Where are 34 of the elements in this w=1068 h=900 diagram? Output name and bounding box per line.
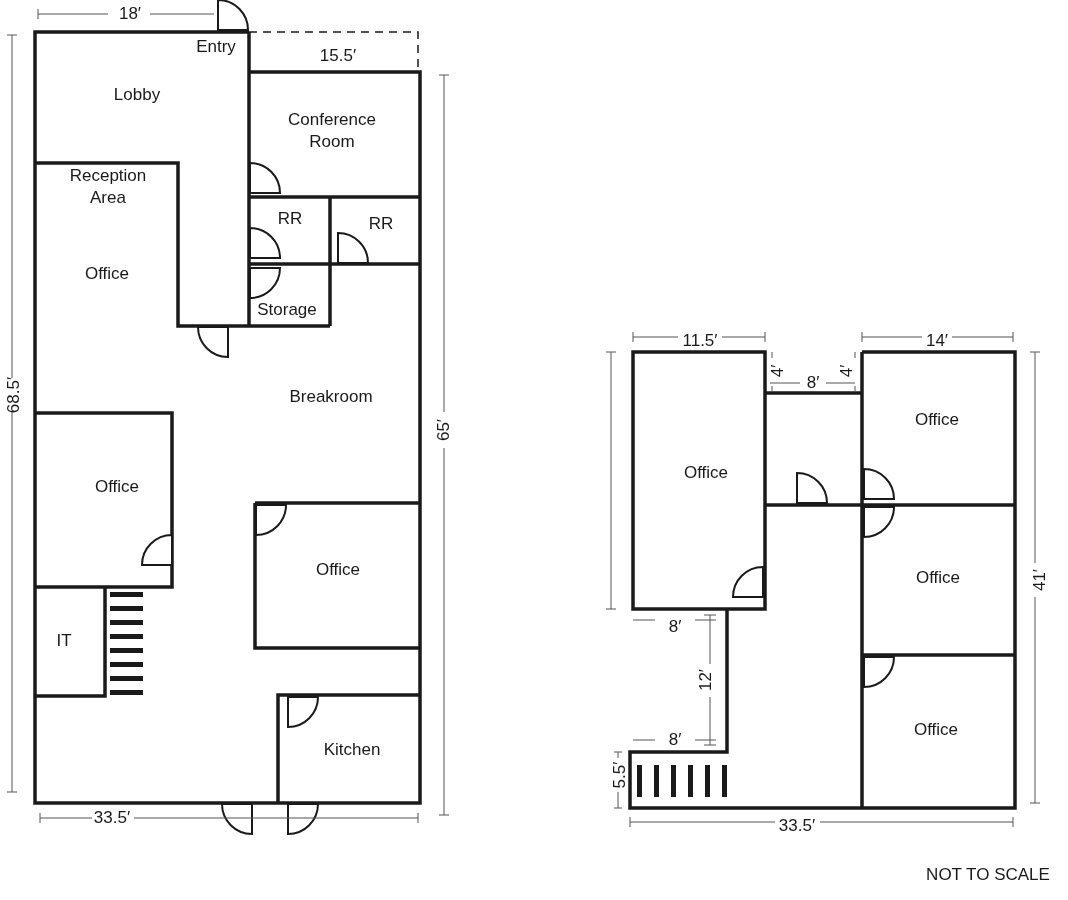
room-label: Lobby <box>113 84 161 106</box>
room-label: Office <box>915 567 961 589</box>
dimension-label: 15.5′ <box>319 45 357 67</box>
room-label: Conference Room <box>287 109 377 153</box>
room-label: Office <box>315 559 361 581</box>
room-label: Kitchen <box>323 739 381 761</box>
dimension-label: 18′ <box>118 3 142 25</box>
room-label: RR <box>368 213 394 235</box>
dimension-label: 4′ <box>836 364 857 378</box>
dimension-label: 33.5′ <box>778 815 816 837</box>
dimension-label: 4′ <box>767 364 788 378</box>
dimension-label: 12′ <box>695 668 716 692</box>
room-label: Breakroom <box>289 386 373 408</box>
dimension-label: 33.5′ <box>93 807 131 829</box>
dimension-label: 41′ <box>1029 568 1050 592</box>
room-label: IT <box>56 630 72 652</box>
room-label: Office <box>914 409 960 431</box>
room-label: Entry <box>196 36 236 58</box>
dimension-label: 8′ <box>668 616 682 638</box>
room-label: Office <box>913 719 959 741</box>
room-label: Reception Area <box>68 165 148 209</box>
room-label: Storage <box>257 299 317 321</box>
room-label: Office <box>683 462 729 484</box>
dimension-label: 68.5′ <box>3 376 24 414</box>
room-label: Office <box>94 476 140 498</box>
dimension-label: 14′ <box>925 330 949 352</box>
room-label: RR <box>277 208 303 230</box>
dimension-label: 65′ <box>433 418 454 442</box>
note: NOT TO SCALE <box>926 864 1050 886</box>
dimension-label: 5.5′ <box>609 761 630 789</box>
dimension-label: 11.5′ <box>682 330 718 352</box>
dimension-label: 8′ <box>806 372 820 394</box>
room-label: Office <box>84 263 130 285</box>
dimension-label: 8′ <box>668 729 682 751</box>
